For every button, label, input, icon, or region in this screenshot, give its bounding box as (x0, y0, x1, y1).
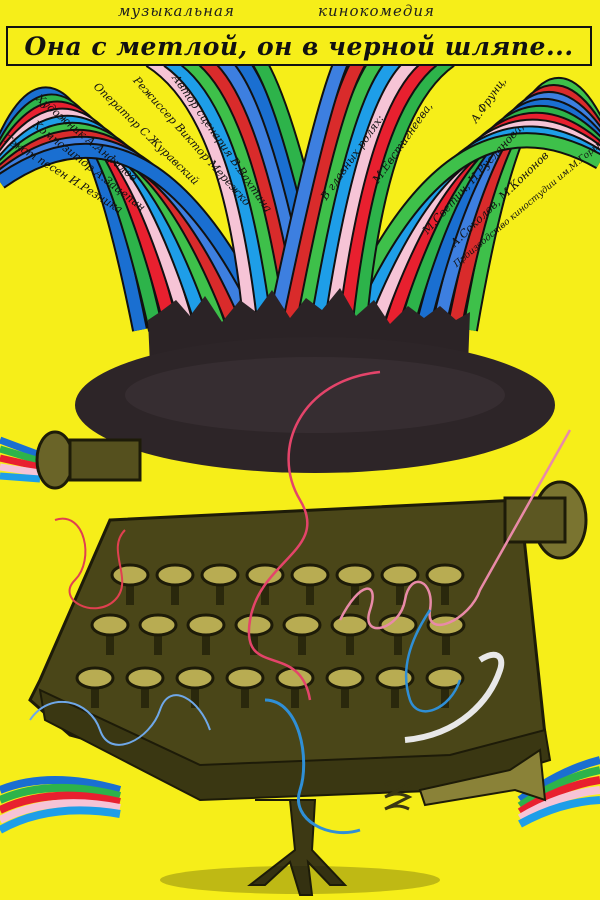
rainbow-band (270, 57, 348, 322)
bottom-stripe-left (0, 791, 121, 814)
typewriter-base (38, 688, 552, 802)
bottom-stripe-left (0, 799, 121, 824)
key-stem (261, 575, 269, 605)
red-scribble-left (54, 517, 126, 610)
bottom-stripe-left (0, 806, 121, 834)
key-stem (341, 678, 349, 708)
key-stem (291, 678, 299, 708)
foot-shadow (160, 866, 440, 894)
key-stem (441, 678, 449, 708)
bottom-stripe-left (0, 783, 121, 804)
coil-spring (384, 780, 413, 811)
key-stem (241, 678, 249, 708)
bottom-stripe-right (517, 776, 600, 816)
key-stem (391, 678, 399, 708)
key-stem (396, 575, 404, 605)
rainbow-band (164, 55, 270, 321)
typewriter-key (425, 563, 465, 587)
key-stem (141, 678, 149, 708)
rainbow-band (284, 56, 366, 322)
rainbow-band (312, 55, 401, 321)
typewriter-key (330, 613, 370, 637)
key-stem (202, 625, 210, 655)
typewriter-key (282, 613, 322, 637)
key-stem (441, 575, 449, 605)
rainbow-band (146, 54, 256, 321)
key-stem (298, 625, 306, 655)
key-stem (91, 678, 99, 708)
typewriter-key (234, 613, 274, 637)
rainbow-band (326, 55, 419, 321)
typewriter-key (155, 563, 195, 587)
trumpet (418, 748, 547, 807)
typewriter-key (325, 666, 365, 690)
typewriter-keys (75, 563, 466, 708)
key-stem (171, 575, 179, 605)
left-roller-shaft (68, 438, 142, 482)
bottom-stripe-right (518, 796, 600, 828)
genre-label-comedy: кинокомедия (318, 2, 435, 20)
typewriter-key (200, 563, 240, 587)
pink-ribbon (247, 370, 381, 701)
genre-label-musical: музыкальная (118, 2, 235, 20)
side-stripe-left (0, 454, 41, 471)
typewriter-key (335, 563, 375, 587)
blue-scribble-left (29, 694, 211, 746)
typewriter-key (90, 613, 130, 637)
key-stem (154, 625, 162, 655)
rainbow-band (298, 56, 383, 322)
side-stripe-left (0, 445, 42, 465)
key-stem (250, 625, 258, 655)
rainbow-band (182, 55, 284, 321)
side-stripe-left (0, 472, 41, 483)
hat-brim-shade (125, 357, 505, 433)
side-stripe-left (0, 463, 41, 477)
typewriter-key (138, 613, 178, 637)
rainbow-band (354, 55, 454, 321)
typewriter-key (186, 613, 226, 637)
blue-wire (264, 698, 361, 835)
typewriter-key (125, 666, 165, 690)
white-pipe (404, 651, 505, 743)
typewriter-key (375, 666, 415, 690)
key-stem (394, 625, 402, 655)
side-rainbow-stripes (0, 436, 600, 834)
blue-loop-right (404, 609, 462, 713)
poster-title: Она с метлой, он в черной шляпе... (24, 31, 574, 61)
key-stem (442, 625, 450, 655)
rainbow-stripes-left (0, 53, 342, 334)
typewriter-key (225, 666, 265, 690)
side-stripe-left (0, 436, 42, 459)
bird-claw-foot (247, 799, 348, 896)
rainbow-stripes-right (268, 53, 600, 334)
rainbow-band (0, 144, 274, 333)
pink-loops (338, 429, 572, 630)
rainbow-band (340, 55, 436, 321)
typewriter-key (75, 666, 115, 690)
key-stem (191, 678, 199, 708)
typewriter-key (425, 666, 465, 690)
typewriter-key (380, 563, 420, 587)
typewriter-key (110, 563, 150, 587)
key-stem (306, 575, 314, 605)
title-banner: Она с метлой, он в черной шляпе... (6, 26, 592, 66)
right-roller-shaft (503, 496, 567, 544)
bottom-stripe-right (517, 766, 600, 810)
bottom-stripe-right (517, 786, 600, 822)
key-stem (216, 575, 224, 605)
left-roller-knob (35, 430, 75, 490)
typewriter-key (175, 666, 215, 690)
key-stem (346, 625, 354, 655)
typewriter-key (290, 563, 330, 587)
key-stem (106, 625, 114, 655)
bottom-stripe-left (0, 776, 122, 794)
key-stem (126, 575, 134, 605)
key-stem (351, 575, 359, 605)
